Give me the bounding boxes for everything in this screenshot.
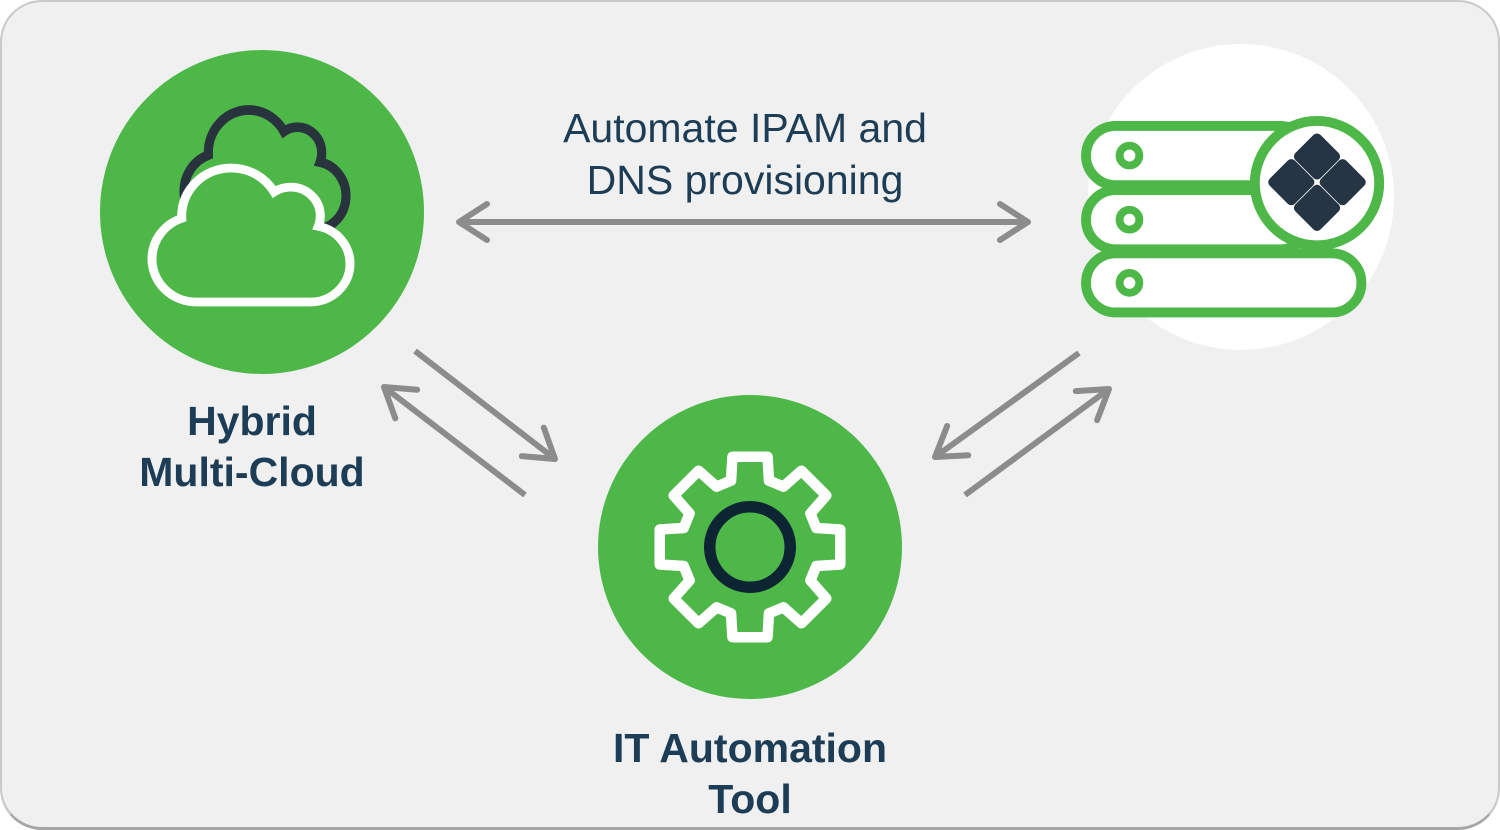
automation-server-arrow-down: [932, 350, 1081, 460]
dns-platform-node: [1081, 44, 1394, 350]
automation-label-line1: IT Automation: [612, 725, 888, 771]
server-led-top: [1115, 141, 1144, 170]
it-automation-label: IT Automation Tool: [550, 723, 950, 825]
hybrid-label-line1: Hybrid: [187, 398, 317, 444]
gear-hub: [704, 501, 796, 593]
connection-label-line1: Automate IPAM and: [563, 105, 927, 151]
connection-label-line2: DNS provisioning: [586, 157, 904, 203]
hybrid-label-line2: Multi-Cloud: [139, 449, 365, 495]
server-bar-bottom: [1081, 248, 1367, 318]
four-diamonds-logo-icon: [1268, 133, 1366, 231]
hybrid-multicloud-label: Hybrid Multi-Cloud: [52, 396, 452, 498]
hybrid-multicloud-node: [100, 50, 424, 374]
automation-label-line2: Tool: [708, 776, 792, 822]
automation-server-arrow-up: [963, 386, 1112, 498]
back-cloud-icon: [179, 105, 351, 235]
logo-badge-circle: [1249, 116, 1385, 251]
gear-icon: [654, 451, 846, 643]
server-stack-icon: [1081, 116, 1385, 318]
front-cloud-icon: [147, 163, 355, 307]
it-automation-node: [598, 395, 902, 699]
server-led-middle: [1115, 205, 1144, 234]
cloud-server-connection-label: Automate IPAM and DNS provisioning: [445, 102, 1045, 206]
server-led-bottom: [1115, 269, 1144, 297]
